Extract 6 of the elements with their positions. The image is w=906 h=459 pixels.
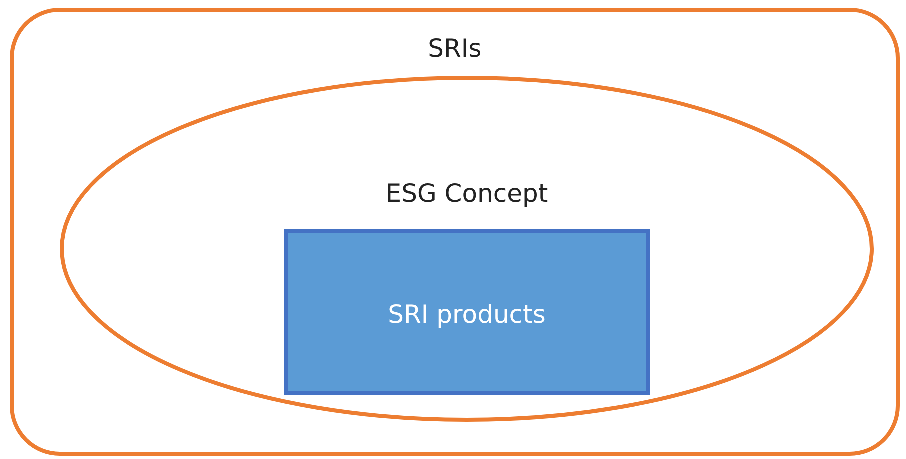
region-label: SRI products (388, 300, 546, 329)
product-box (284, 229, 650, 395)
outer-region (10, 8, 900, 456)
region-label: ESG Concept (386, 179, 548, 208)
region-label: SRIs (428, 34, 482, 63)
ellipse-region (60, 76, 874, 422)
